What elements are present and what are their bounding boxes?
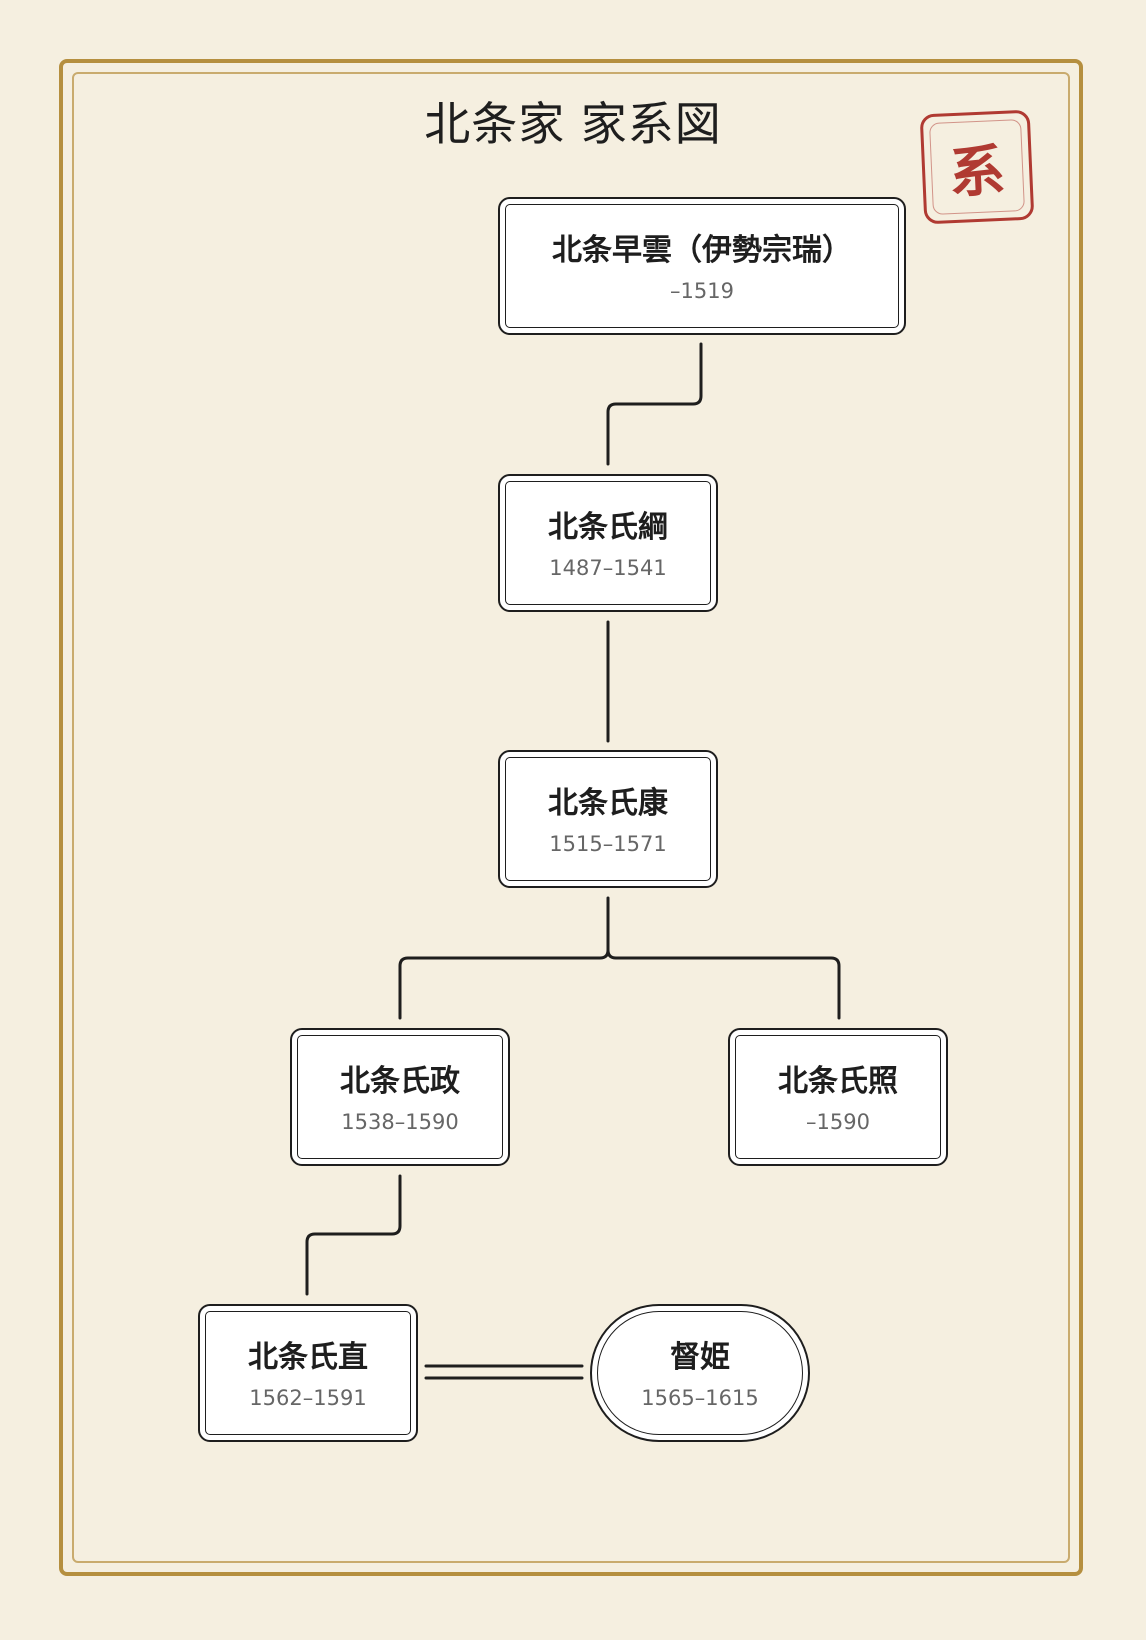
line-ujimasa-to-ujinao [305, 1174, 402, 1296]
person-node-ujiyasu[interactable]: 北条氏康 1515–1571 [498, 750, 718, 888]
line-soun-to-ujitsuna [606, 342, 703, 466]
person-years: 1562–1591 [249, 1386, 367, 1410]
page-title: 北条家 家系図 [424, 97, 722, 151]
person-node-ujiteru[interactable]: 北条氏照 –1590 [728, 1028, 948, 1166]
person-name: 督姫 [670, 1340, 730, 1375]
inner-frame [72, 72, 1070, 1563]
person-years: –1590 [806, 1110, 870, 1134]
person-years: 1515–1571 [549, 832, 667, 856]
person-years: 1538–1590 [341, 1110, 459, 1134]
outer-frame [59, 59, 1083, 1576]
person-node-ujitsuna[interactable]: 北条氏綱 1487–1541 [498, 474, 718, 612]
person-node-soun[interactable]: 北条早雲（伊勢宗瑞） –1519 [498, 197, 906, 335]
person-name: 北条氏直 [248, 1340, 368, 1375]
person-name: 北条氏照 [778, 1064, 898, 1099]
person-years: 1565–1615 [641, 1386, 759, 1410]
person-name: 北条氏綱 [548, 510, 668, 545]
person-name: 北条氏康 [548, 786, 668, 821]
person-node-tokuhime[interactable]: 督姫 1565–1615 [590, 1304, 810, 1442]
person-node-ujimasa[interactable]: 北条氏政 1538–1590 [290, 1028, 510, 1166]
line-ujiyasu-to-ujiteru [606, 948, 841, 1020]
person-name: 北条氏政 [340, 1064, 460, 1099]
person-name: 北条早雲（伊勢宗瑞） [552, 233, 852, 268]
person-node-ujinao[interactable]: 北条氏直 1562–1591 [198, 1304, 418, 1442]
person-years: 1487–1541 [549, 556, 667, 580]
marriage-double-line [424, 1364, 584, 1380]
line-ujiyasu-to-ujimasa [398, 896, 610, 1020]
person-years: –1519 [670, 279, 734, 303]
